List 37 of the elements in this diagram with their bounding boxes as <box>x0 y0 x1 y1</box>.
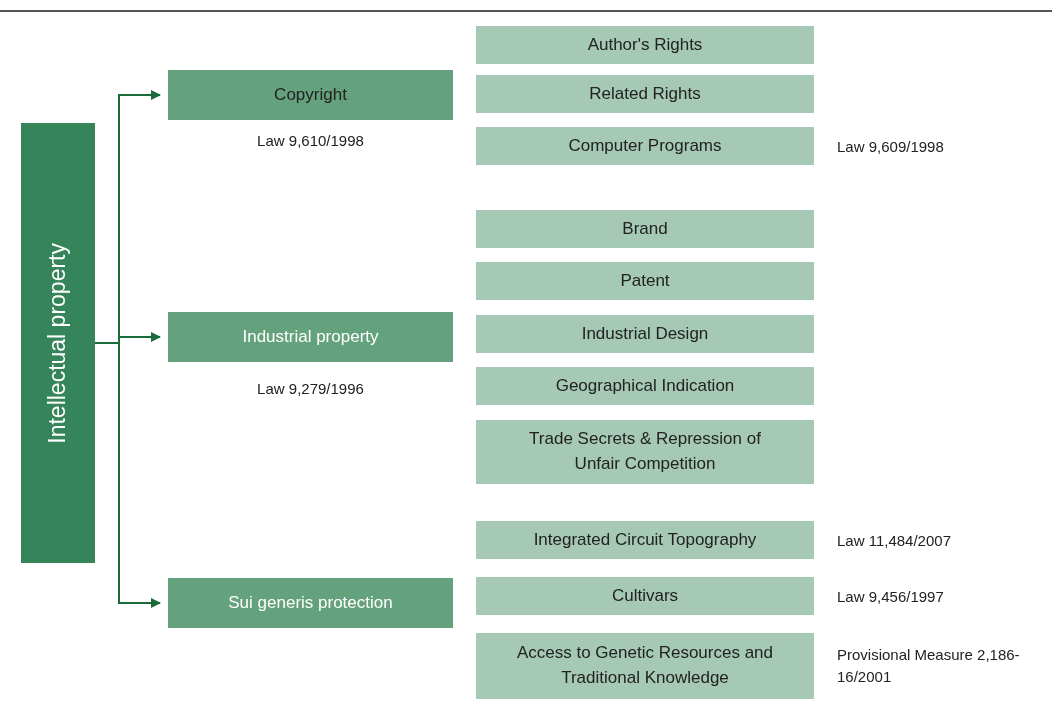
category-box <box>476 577 814 615</box>
category-box <box>476 26 814 64</box>
box-label: Patent <box>620 269 670 292</box>
box-label: Cultivars <box>611 584 679 607</box>
box-label: Trade Secrets & Repression of Unfair Competition <box>528 428 762 475</box>
category-box <box>476 315 814 353</box>
category-box <box>476 367 814 405</box>
law-reference: Law 11,484/2007 <box>837 531 952 551</box>
law-reference: Law 9,609/1998 <box>837 137 945 157</box>
box-label: Sui generis protection <box>228 591 393 614</box>
box-label: Industrial Design <box>581 322 709 345</box>
arrow <box>94 342 161 608</box>
box-label: Industrial property <box>242 325 379 348</box>
category-box <box>476 633 814 699</box>
law-reference: Law 9,456/1997 <box>837 587 945 607</box>
law-reference: Provisional Measure 2,186-16/2001 <box>837 645 1021 687</box>
category-box <box>476 127 814 165</box>
category-box <box>168 578 453 628</box>
category-box <box>476 420 814 484</box>
box-label: Computer Programs <box>568 134 722 157</box>
box-label: Integrated Circuit Topography <box>533 528 757 551</box>
law-reference: Law 9,279/1996 <box>256 379 365 399</box>
box-label: Copyright <box>274 83 347 106</box>
category-box <box>476 75 814 113</box>
category-box <box>476 262 814 300</box>
category-box <box>476 521 814 559</box>
box-label: Related Rights <box>589 82 701 105</box>
box-label: Access to Genetic Resources and Traditional Knowledge <box>516 642 774 689</box>
category-box <box>476 210 814 248</box>
law-reference: Law 9,610/1998 <box>256 131 365 151</box>
box-label: Brand <box>622 217 668 240</box>
vertical-label: Intellectual property <box>43 242 72 444</box>
box-label: Author's Rights <box>587 33 703 56</box>
category-box <box>168 312 453 362</box>
box-label: Geographical Indication <box>555 374 735 397</box>
category-bar <box>21 123 95 563</box>
category-box <box>168 70 453 120</box>
